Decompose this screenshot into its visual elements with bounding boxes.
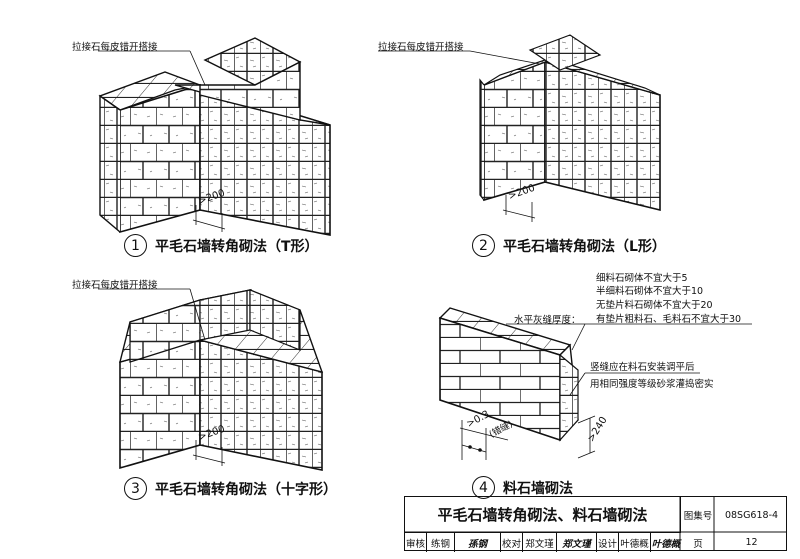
diagram-3-caption: 3 平毛石墙转角砌法（十字形） xyxy=(124,477,337,500)
diagram-3-dimension xyxy=(192,440,226,466)
reviewer-signature: 孫钢 xyxy=(455,533,501,552)
joint-note-1: 细料石砌体不宜大于5 xyxy=(596,273,688,284)
diagram-2-caption: 2 平毛石墙转角砌法（L形） xyxy=(472,234,666,257)
joint-note-2: 半细料石砌体不宜大于10 xyxy=(596,286,704,297)
title-block: 平毛石墙转角砌法、料石墙砌法 图集号 08SG618-4 审核 练钢 孫钢 校对… xyxy=(404,496,787,552)
diagram-4-caption: 4 料石墙砌法 xyxy=(472,476,573,499)
diagram-1-callout: 拉接石每皮错开搭接 xyxy=(72,42,158,53)
designer-signature: 叶德概 xyxy=(651,538,681,550)
diagram-2-wall xyxy=(479,34,661,212)
designer: 叶德概 xyxy=(619,533,651,552)
diagram-1-caption: 1 平毛石墙转角砌法（T形） xyxy=(124,234,319,257)
atlas-number: 08SG618-4 xyxy=(724,509,779,521)
diagram-3-wall xyxy=(119,288,324,471)
check-label: 校对 xyxy=(501,533,523,552)
diagram-2-number: 2 xyxy=(472,234,495,257)
diagram-3-number: 3 xyxy=(124,477,147,500)
review-label: 审核 xyxy=(405,533,427,552)
reviewer: 练钢 xyxy=(427,533,455,552)
diagram-4-number: 4 xyxy=(472,476,495,499)
page-label: 页 xyxy=(693,538,703,550)
vertical-joint-note-1: 竖缝应在料石安装调平后 xyxy=(590,362,695,373)
diagram-4-dimension xyxy=(459,415,596,460)
diagram-1-wall xyxy=(98,37,331,236)
joint-note-4: 有垫片粗料石、毛料石不宜大于30 xyxy=(596,314,742,325)
page-number: 12 xyxy=(745,537,758,548)
diagram-1-caption-text: 平毛石墙转角砌法（T形） xyxy=(155,238,319,255)
diagram-4-wall xyxy=(438,307,579,442)
checker-signature: 郑文瑾 xyxy=(557,533,597,552)
vertical-joint-note-2: 用相同强度等级砂浆灌捣密实 xyxy=(590,379,714,390)
diagram-2-dimension xyxy=(502,195,536,222)
diagram-2-caption-text: 平毛石墙转角砌法（L形） xyxy=(503,238,666,255)
diagram-3-caption-text: 平毛石墙转角砌法（十字形） xyxy=(155,481,337,498)
drawing-title: 平毛石墙转角砌法、料石墙砌法 xyxy=(405,497,681,533)
joint-thickness-label: 水平灰缝厚度： xyxy=(514,315,581,326)
diagram-1-dimension xyxy=(192,205,226,232)
checker: 郑文瑾 xyxy=(523,533,557,552)
atlas-label: 图集号 xyxy=(683,511,713,522)
joint-note-3: 无垫片料石砌体不宜大于20 xyxy=(596,300,713,311)
diagram-3-callout: 拉接石每皮错开搭接 xyxy=(72,280,158,291)
diagram-1-number: 1 xyxy=(124,234,147,257)
diagram-2-callout: 拉接石每皮错开搭接 xyxy=(378,42,464,53)
diagram-4-caption-text: 料石墙砌法 xyxy=(503,480,573,497)
design-label: 设计 xyxy=(597,533,619,552)
